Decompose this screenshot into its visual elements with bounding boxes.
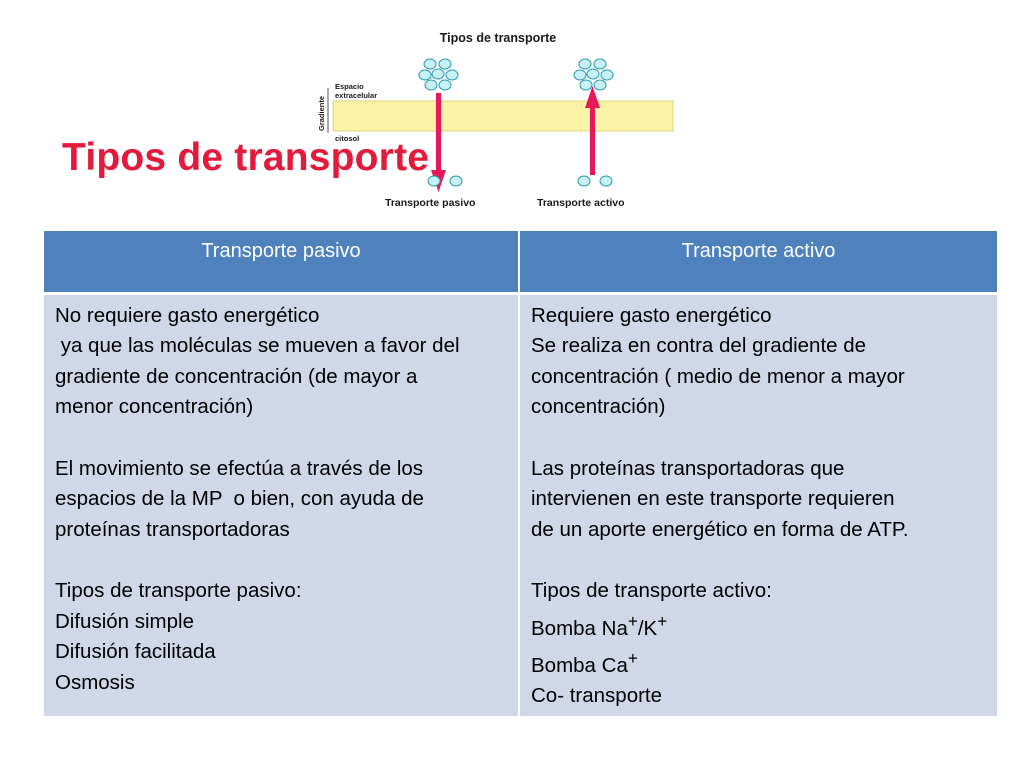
- superscript-plus: +: [627, 611, 638, 631]
- text-line: Tipos de transporte activo:: [531, 579, 772, 602]
- text-line: Requiere gasto energético: [531, 303, 772, 327]
- label-extracelular: extracelular: [335, 91, 377, 100]
- text-line: concentración): [531, 395, 666, 418]
- table-header-row: Transporte pasivo Transporte activo: [44, 231, 997, 295]
- label-transporte-pasivo: Transporte pasivo: [385, 197, 475, 209]
- list-item: Difusión facilitada: [55, 640, 216, 663]
- paragraph-gap: [55, 423, 508, 454]
- text-line: gradiente de concentración (de mayor a: [55, 364, 418, 388]
- cell-transporte-pasivo: No requiere gasto energético ya que las …: [44, 293, 520, 716]
- table-row: No requiere gasto energético ya que las …: [44, 293, 997, 716]
- text-line: concentración ( medio de menor a mayor: [531, 364, 905, 388]
- transport-diagram-svg: Tipos de transporte Espacio extracelular…: [317, 31, 674, 209]
- transport-diagram: Tipos de transporte Espacio extracelular…: [300, 20, 700, 215]
- text-line: intervienen en este transporte requieren: [531, 487, 895, 510]
- passive-molecules-top: [418, 58, 459, 91]
- paragraph-gap: [55, 545, 508, 576]
- active-arrow-up: [585, 86, 600, 175]
- text-line: Las proteínas transportadoras que: [531, 456, 845, 480]
- list-item-bomba-ca: Bomba Ca+: [531, 644, 987, 681]
- bomba-k-text: /K: [637, 616, 658, 640]
- active-molecules-bottom: [577, 175, 613, 187]
- text-line: espacios de la MP o bien, con ayuda de: [55, 487, 424, 510]
- superscript-plus: +: [657, 611, 668, 631]
- text-line: ya que las moléculas se mueven a favor d…: [55, 334, 460, 357]
- list-item-cotransporte: Co- transporte: [531, 684, 663, 708]
- text-line: El movimiento se efectúa a través de los: [55, 456, 424, 480]
- bomba-ca-text: Bomba Ca: [531, 653, 628, 677]
- page-title: Tipos de transporte: [62, 136, 430, 179]
- list-item-bomba-na-k: Bomba Na+/K+: [531, 607, 987, 644]
- label-espacio: Espacio: [335, 82, 364, 91]
- text-line: No requiere gasto energético: [55, 303, 320, 327]
- list-item: Difusión simple: [55, 609, 194, 633]
- label-gradiente: Gradiente: [317, 96, 326, 131]
- text-line: de un aporte energético en forma de ATP.: [531, 517, 909, 541]
- text-line: menor concentración): [55, 395, 254, 418]
- bomba-na-text: Bomba Na: [531, 616, 628, 640]
- list-item: Osmosis: [55, 670, 135, 694]
- text-line: Se realiza en contra del gradiente de: [531, 334, 867, 357]
- label-transporte-activo: Transporte activo: [537, 197, 625, 209]
- header-transporte-pasivo: Transporte pasivo: [44, 231, 520, 295]
- cell-transporte-activo: Requiere gasto energético Se realiza en …: [519, 293, 997, 716]
- header-transporte-activo: Transporte activo: [519, 231, 997, 295]
- paragraph-gap: [531, 423, 987, 454]
- passive-molecules-bottom: [427, 175, 463, 187]
- diagram-title: Tipos de transporte: [440, 31, 557, 45]
- paragraph-gap: [531, 545, 987, 576]
- active-molecules-top: [573, 58, 614, 91]
- superscript-plus: +: [627, 648, 638, 668]
- comparison-table: Transporte pasivo Transporte activo No r…: [44, 231, 997, 716]
- text-line: proteínas transportadoras: [55, 517, 290, 541]
- membrane-band: [332, 100, 674, 132]
- label-citosol: citosol: [335, 134, 359, 143]
- text-line: Tipos de transporte pasivo:: [55, 579, 302, 602]
